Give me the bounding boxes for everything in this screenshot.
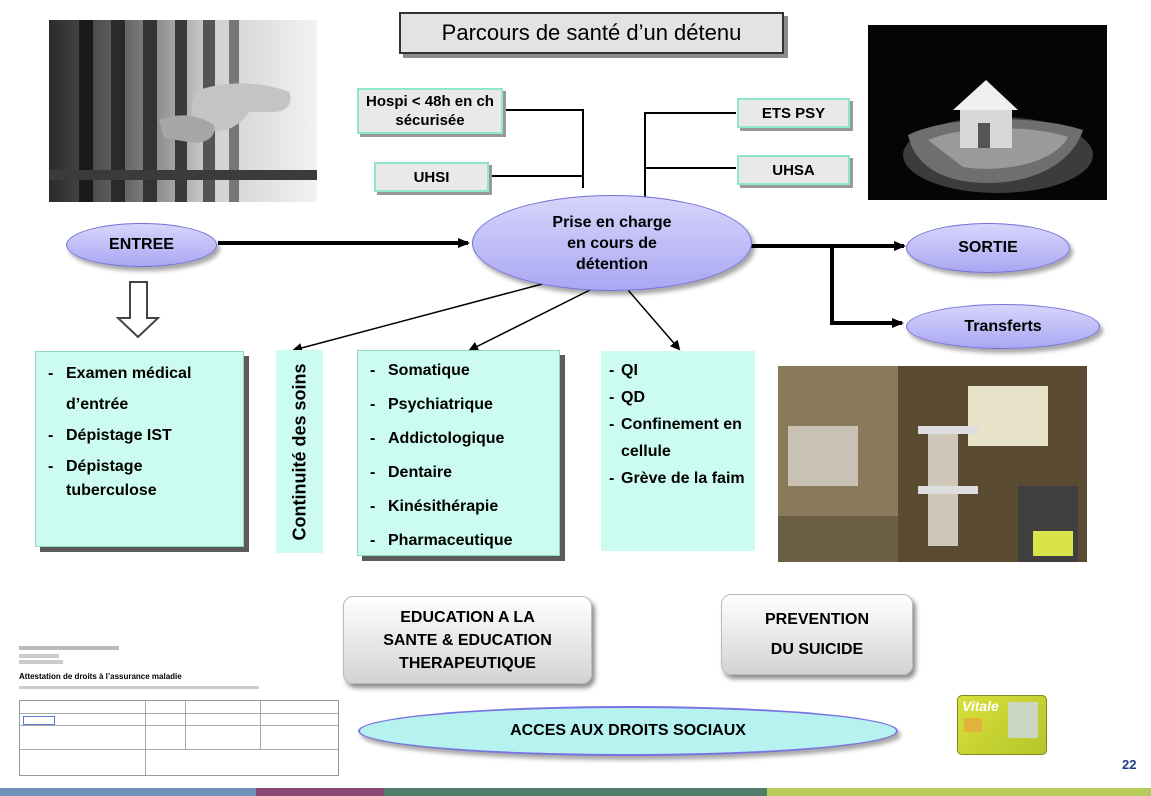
droits-sociaux-node: ACCES AUX DROITS SOCIAUX	[358, 706, 898, 756]
entree-node: ENTREE	[66, 223, 217, 267]
transferts-node: Transferts	[906, 304, 1100, 349]
list-item: QI	[603, 357, 749, 384]
continuite-label: Continuité des soins	[289, 362, 309, 541]
education-line: THERAPEUTIQUE	[399, 654, 536, 672]
education-line: SANTE & EDUCATION	[383, 631, 552, 649]
prevention-box: PREVENTION DU SUICIDE	[721, 594, 913, 675]
list-item: Examen médical d’entrée	[42, 358, 235, 420]
prison-bars-photo	[49, 20, 317, 202]
attestation-document: Attestation de droits à l’assurance mala…	[19, 646, 339, 778]
uhsa-box: UHSA	[737, 155, 850, 185]
entry-exams-panel: Examen médical d’entrée Dépistage IST Dé…	[35, 351, 244, 547]
education-line: EDUCATION A LA	[400, 608, 535, 626]
etspsy-connector	[644, 112, 736, 200]
arrow-to-situations	[627, 289, 681, 351]
continuite-panel: Continuité des soins	[276, 350, 323, 553]
list-item: QD	[603, 384, 749, 411]
care-types-panel: Somatique Psychiatrique Addictologique D…	[357, 350, 560, 558]
arrow-to-care	[468, 289, 591, 351]
etspsy-box: ETS PSY	[737, 98, 850, 128]
hands-house-photo	[868, 25, 1107, 200]
vitale-label: Vitale	[962, 698, 999, 714]
vitale-card: Vitale	[957, 695, 1047, 755]
page-number: 22	[1122, 757, 1137, 772]
list-item: Dépistage IST	[42, 420, 235, 451]
list-item: Grève de la faim	[603, 465, 749, 492]
prevention-line: PREVENTION	[764, 610, 869, 628]
list-item: Kinésithérapie	[364, 490, 553, 524]
list-item: Dépistage tuberculose	[42, 451, 235, 503]
transferts-arrow	[830, 246, 904, 328]
list-item: Addictologique	[364, 422, 553, 456]
list-item: Psychiatrique	[364, 388, 553, 422]
entree-down-arrow	[115, 281, 161, 339]
list-item: Pharmaceutique	[364, 524, 553, 558]
uhsi-box: UHSI	[374, 162, 489, 192]
hospi-connector	[505, 109, 584, 188]
hospi-box: Hospi < 48h en ch sécurisée	[357, 88, 503, 134]
list-item: Dentaire	[364, 456, 553, 490]
prise-en-charge-node: Prise en charge en cours de détention	[472, 195, 752, 291]
situations-panel: QI QD Confinement en cellule Grève de la…	[601, 351, 755, 551]
prison-cell-photo	[778, 366, 1087, 562]
prevention-line: DU SUICIDE	[770, 640, 864, 658]
list-item: Confinement en cellule	[603, 411, 749, 465]
attestation-title: Attestation de droits à l’assurance mala…	[19, 672, 182, 681]
sortie-node: SORTIE	[906, 223, 1070, 273]
list-item: Somatique	[364, 354, 553, 388]
education-box: EDUCATION A LA SANTE & EDUCATION THERAPE…	[343, 596, 592, 684]
arrow-to-continuite	[292, 282, 547, 353]
page-title: Parcours de santé d’un détenu	[399, 12, 784, 54]
footer-bar	[0, 788, 1151, 796]
